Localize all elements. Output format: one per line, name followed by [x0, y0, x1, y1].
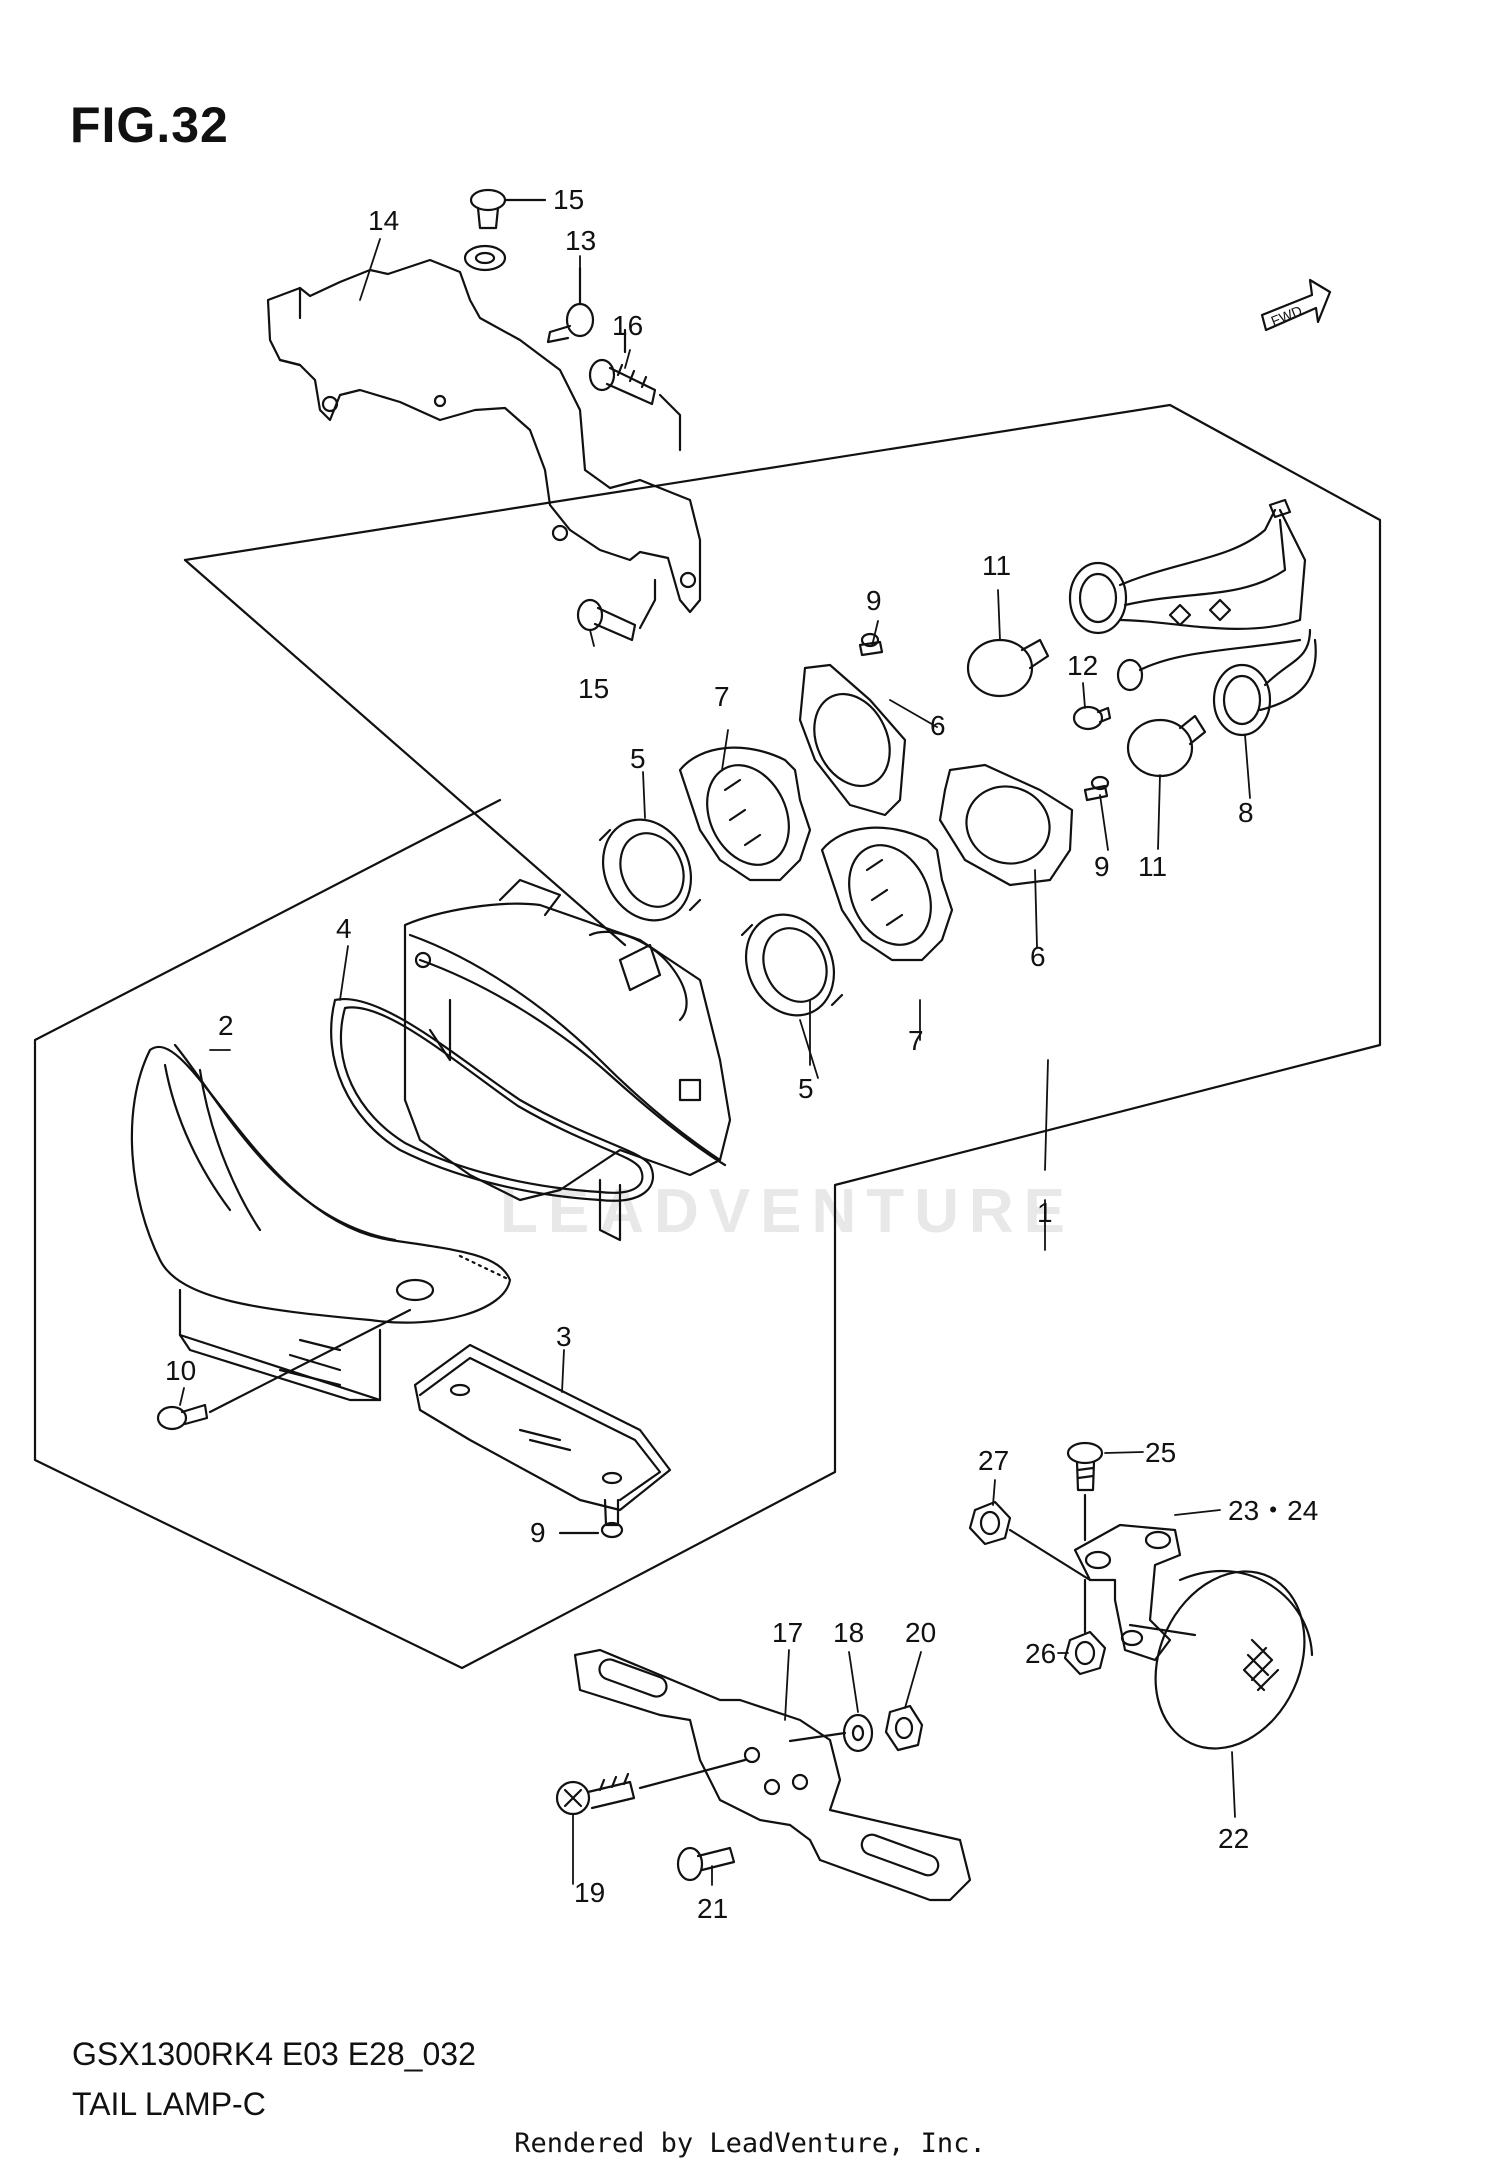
bulb-part-11-upper — [966, 638, 1050, 698]
license-bracket-part-17 — [573, 1648, 972, 1902]
callout-19: 19 — [574, 1877, 605, 1908]
callout-15-bottom: 15 — [578, 673, 609, 704]
assembly-guide-line — [183, 558, 627, 947]
bolt-part-16 — [588, 328, 682, 452]
callout-15-top: 15 — [553, 184, 584, 215]
fwd-label: FWD — [1269, 302, 1305, 329]
callout-3: 3 — [556, 1321, 572, 1352]
lens-part-2 — [130, 1043, 512, 1402]
reflector-part-22 — [1154, 1569, 1314, 1750]
callout-6-lower: 6 — [1030, 941, 1046, 972]
nut-part-26 — [1063, 1630, 1107, 1676]
callout-22: 22 — [1218, 1823, 1249, 1854]
assembly-outline — [33, 403, 1382, 1670]
callout-7-lower: 7 — [908, 1025, 924, 1056]
callout-8: 8 — [1238, 797, 1254, 828]
callout-14: 14 — [368, 205, 399, 236]
screw-part-15-top — [469, 188, 547, 230]
screw-part-10 — [156, 1308, 412, 1431]
gasket-part-6-upper — [798, 663, 907, 817]
callout-12: 12 — [1067, 650, 1098, 681]
callout-16: 16 — [612, 310, 643, 341]
socket-part-5-upper — [598, 818, 702, 922]
callout-20: 20 — [905, 1617, 936, 1648]
callout-9-bottom: 9 — [530, 1517, 546, 1548]
bolt-part-13 — [546, 266, 595, 344]
callout-5-lower: 5 — [798, 1073, 814, 1104]
screw-part-9-right — [1083, 775, 1110, 802]
callout-25: 25 — [1145, 1437, 1176, 1468]
callout-21: 21 — [697, 1893, 728, 1924]
callout-26: 26 — [1025, 1638, 1056, 1669]
leader-lines — [179, 238, 1251, 1886]
bulb-part-12 — [1072, 705, 1112, 731]
screw-part-9-bottom — [558, 1498, 624, 1539]
washer-part-18 — [842, 1713, 874, 1753]
bolt-part-19 — [555, 1758, 747, 1816]
callout-11-lower: 11 — [1138, 851, 1167, 882]
callout-18: 18 — [833, 1617, 864, 1648]
callout-11-upper: 11 — [982, 550, 1011, 581]
socket-part-5-lower — [740, 913, 844, 1017]
callout-2: 2 — [218, 1010, 234, 1041]
harness-part-8 — [1068, 498, 1317, 737]
callout-9-upper: 9 — [866, 585, 882, 616]
section-name: TAIL LAMP-C — [72, 2086, 266, 2122]
screw-part-9-upper — [858, 632, 884, 657]
gasket-part-6-lower — [938, 763, 1074, 887]
callout-27: 27 — [978, 1445, 1009, 1476]
leader-bracket-washer — [788, 1731, 847, 1743]
callout-7-upper: 7 — [714, 681, 730, 712]
callout-9-right: 9 — [1094, 851, 1110, 882]
ring-part-7-upper — [678, 746, 812, 882]
callout-17: 17 — [772, 1617, 803, 1648]
nut-part-20 — [884, 1704, 924, 1752]
bulb-part-11-lower — [1126, 714, 1207, 778]
callout-5-upper: 5 — [630, 743, 646, 774]
callout-13: 13 — [565, 225, 596, 256]
callout-6-upper: 6 — [930, 710, 946, 741]
callout-1: 1 — [1037, 1197, 1053, 1228]
bracket-part-14 — [266, 244, 702, 614]
ring-part-7-lower — [820, 826, 954, 962]
callout-23-24: 23・24 — [1228, 1495, 1318, 1526]
callout-4: 4 — [336, 913, 352, 944]
gasket-part-4 — [330, 997, 655, 1202]
watermark-text: LEADVENTURE — [500, 1177, 1075, 1246]
callout-labels: 1 2 3 4 5 5 6 6 7 7 8 9 9 9 10 11 11 12 … — [165, 184, 1318, 1924]
model-code: GSX1300RK4 E03 E28_032 — [72, 2036, 476, 2072]
figure-title: FIG.32 — [70, 97, 229, 153]
bolt-part-21 — [676, 1846, 736, 1882]
leader-bracket-reflector — [1128, 1623, 1197, 1637]
screw-part-25 — [1066, 1441, 1104, 1634]
fwd-arrow-icon: FWD — [1260, 278, 1332, 332]
credit-line: Rendered by LeadVenture, Inc. — [514, 2128, 986, 2159]
nut-part-27 — [968, 1500, 1092, 1582]
housing-body — [403, 878, 732, 1242]
reflector-bracket-part-23-24 — [1073, 1523, 1182, 1662]
callout-10: 10 — [165, 1355, 196, 1386]
reflector-part-3 — [413, 1343, 672, 1512]
